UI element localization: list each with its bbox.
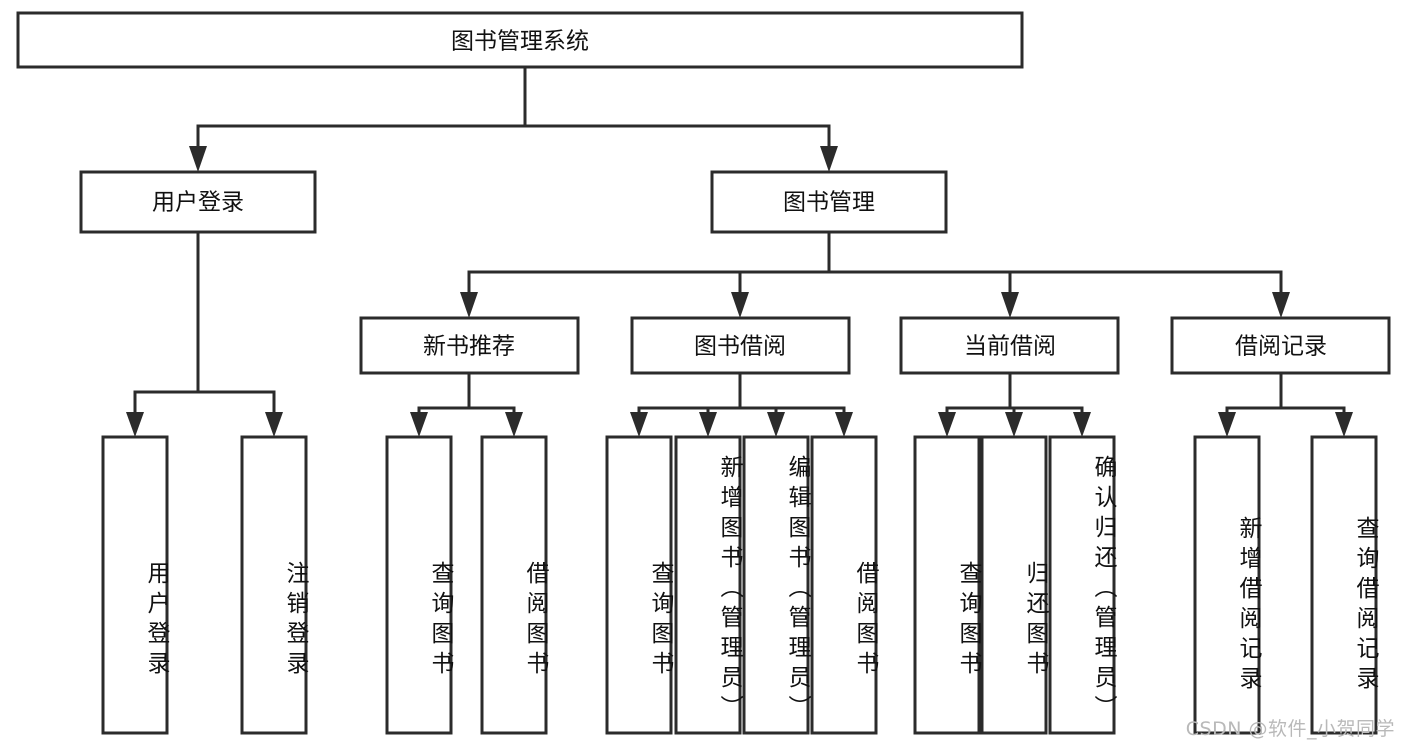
connector-user-login-to-leaf-user-login (126, 232, 200, 437)
node-book-borrow[interactable]: 图书借阅 (630, 316, 851, 375)
node-current-borrow[interactable]: 当前借阅 (899, 316, 1120, 375)
connector-new-book-rec-to-query-book (410, 373, 471, 437)
node-leaf-add-record-box[interactable] (1193, 435, 1261, 735)
node-new-book-rec-box[interactable] (359, 316, 580, 375)
node-new-book-rec[interactable]: 新书推荐 (359, 316, 580, 375)
node-leaf-borrow-book-1-box[interactable] (480, 435, 548, 735)
node-book-borrow-label: 图书借阅 (694, 334, 786, 360)
node-book-borrow-box[interactable] (630, 316, 851, 375)
node-current-borrow-box[interactable] (899, 316, 1120, 375)
node-leaf-confirm-return-box[interactable] (1048, 435, 1116, 735)
connector-book-manage-to-current-borrow (829, 270, 1019, 318)
node-user-login[interactable]: 用户登录 (79, 170, 317, 234)
node-borrow-record-box[interactable] (1170, 316, 1391, 375)
connector-book-borrow-to-edit-book (740, 406, 785, 437)
node-borrow-record[interactable]: 借阅记录 (1170, 316, 1391, 375)
connector-current-borrow-to-query-book (938, 373, 1012, 437)
csdn-watermark: CSDN @软件_小贺同学 (1185, 718, 1395, 740)
connector-new-book-rec-to-borrow-book (469, 406, 523, 437)
node-leaf-user-logout-box[interactable] (240, 435, 308, 735)
node-user-login-box[interactable] (79, 170, 317, 234)
node-leaf-query-record-box[interactable] (1310, 435, 1378, 735)
node-root[interactable]: 图书管理系统 (16, 11, 1024, 69)
connector-book-manage-to-new-book-rec (460, 232, 831, 318)
connector-user-login-to-leaf-user-logout (198, 390, 283, 437)
connector-root-to-user-login (189, 67, 527, 172)
connector-book-manage-to-borrow-record (829, 270, 1290, 318)
node-leaf-query-book-3-box[interactable] (913, 435, 981, 735)
connector-book-borrow-to-add-book (699, 406, 740, 437)
connector-book-borrow-to-query-book (630, 373, 742, 437)
connector-borrow-record-to-query-record (1281, 406, 1353, 437)
node-leaf-query-book-1-box[interactable] (385, 435, 453, 735)
node-leaf-query-book-2-box[interactable] (605, 435, 673, 735)
node-new-book-rec-label: 新书推荐 (423, 334, 515, 360)
node-borrow-record-label: 借阅记录 (1235, 334, 1327, 360)
connector-current-borrow-to-return-book (1005, 406, 1023, 437)
node-book-manage[interactable]: 图书管理 (710, 170, 948, 234)
node-current-borrow-label: 当前借阅 (964, 334, 1056, 360)
connector-root-to-book-manage (525, 124, 838, 172)
connector-book-manage-to-book-borrow (731, 270, 829, 318)
node-book-manage-box[interactable] (710, 170, 948, 234)
connector-current-borrow-to-confirm-return (1010, 406, 1091, 437)
node-leaf-edit-book-box[interactable] (742, 435, 810, 735)
node-user-login-label: 用户登录 (152, 190, 244, 216)
node-leaf-return-book-box[interactable] (980, 435, 1048, 735)
node-root-label: 图书管理系统 (451, 29, 589, 55)
node-root-box[interactable] (16, 11, 1024, 69)
node-leaf-add-book-box[interactable] (674, 435, 742, 735)
node-leaf-borrow-book-2-box[interactable] (810, 435, 878, 735)
connector-borrow-record-to-add-record (1218, 373, 1283, 437)
node-book-manage-label: 图书管理 (783, 190, 875, 216)
connector-book-borrow-to-borrow-book (740, 406, 853, 437)
node-leaf-user-login-box[interactable] (101, 435, 169, 735)
